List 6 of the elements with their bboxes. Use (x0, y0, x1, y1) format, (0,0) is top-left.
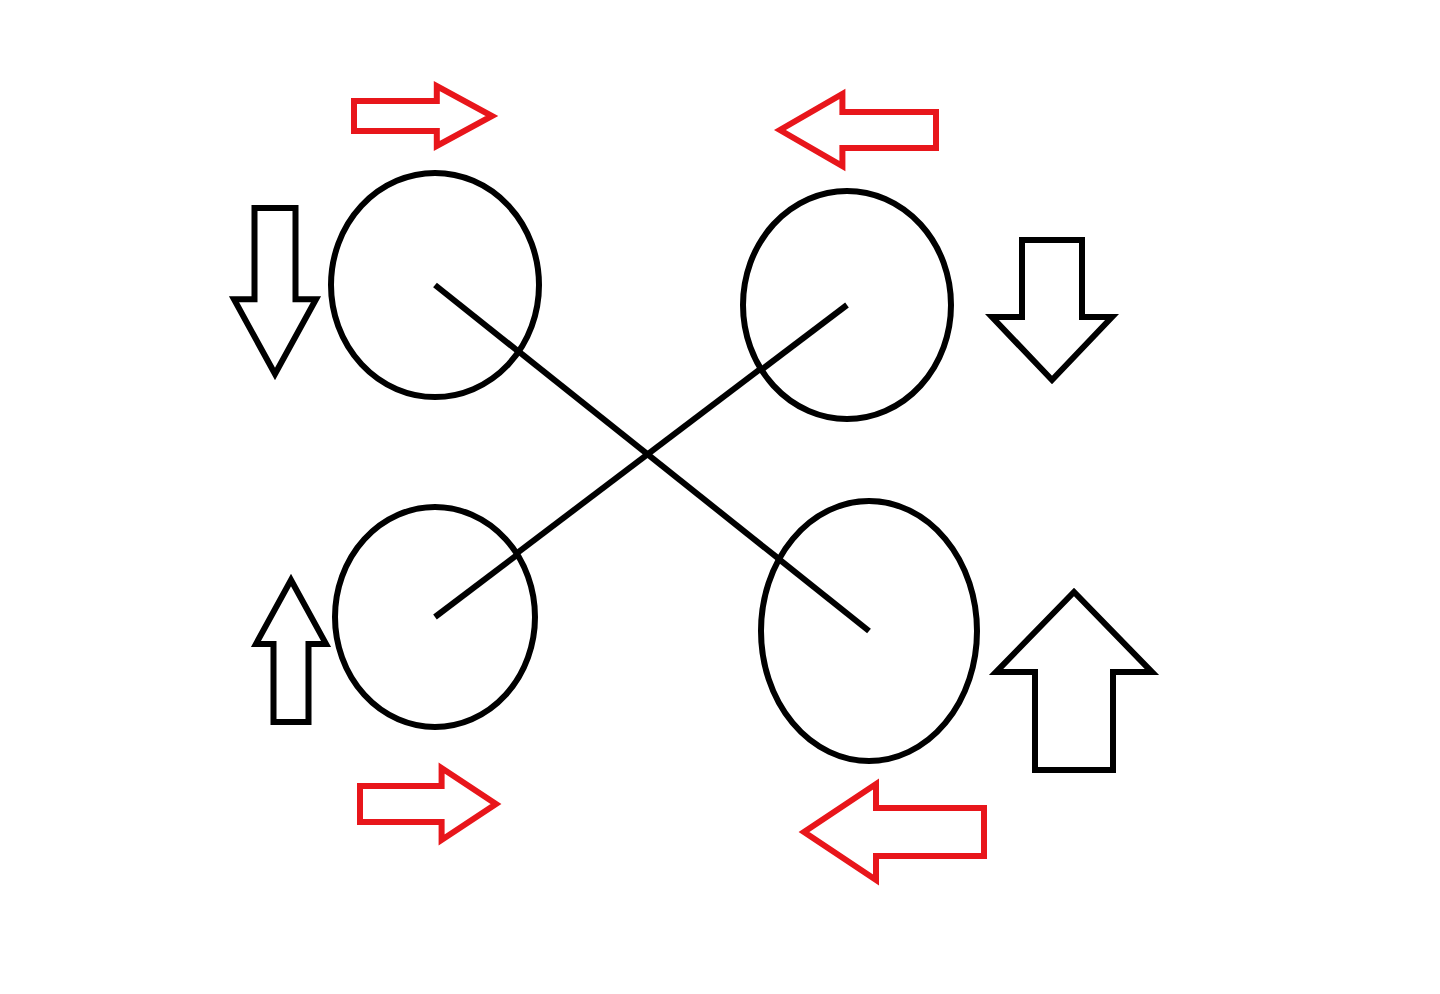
rotor-circle (757, 497, 979, 763)
rotor-circle (327, 169, 541, 399)
rotor-circle (331, 503, 537, 729)
arm-line (515, 348, 780, 561)
arm-line (514, 366, 763, 556)
rotor-circle (739, 187, 953, 421)
